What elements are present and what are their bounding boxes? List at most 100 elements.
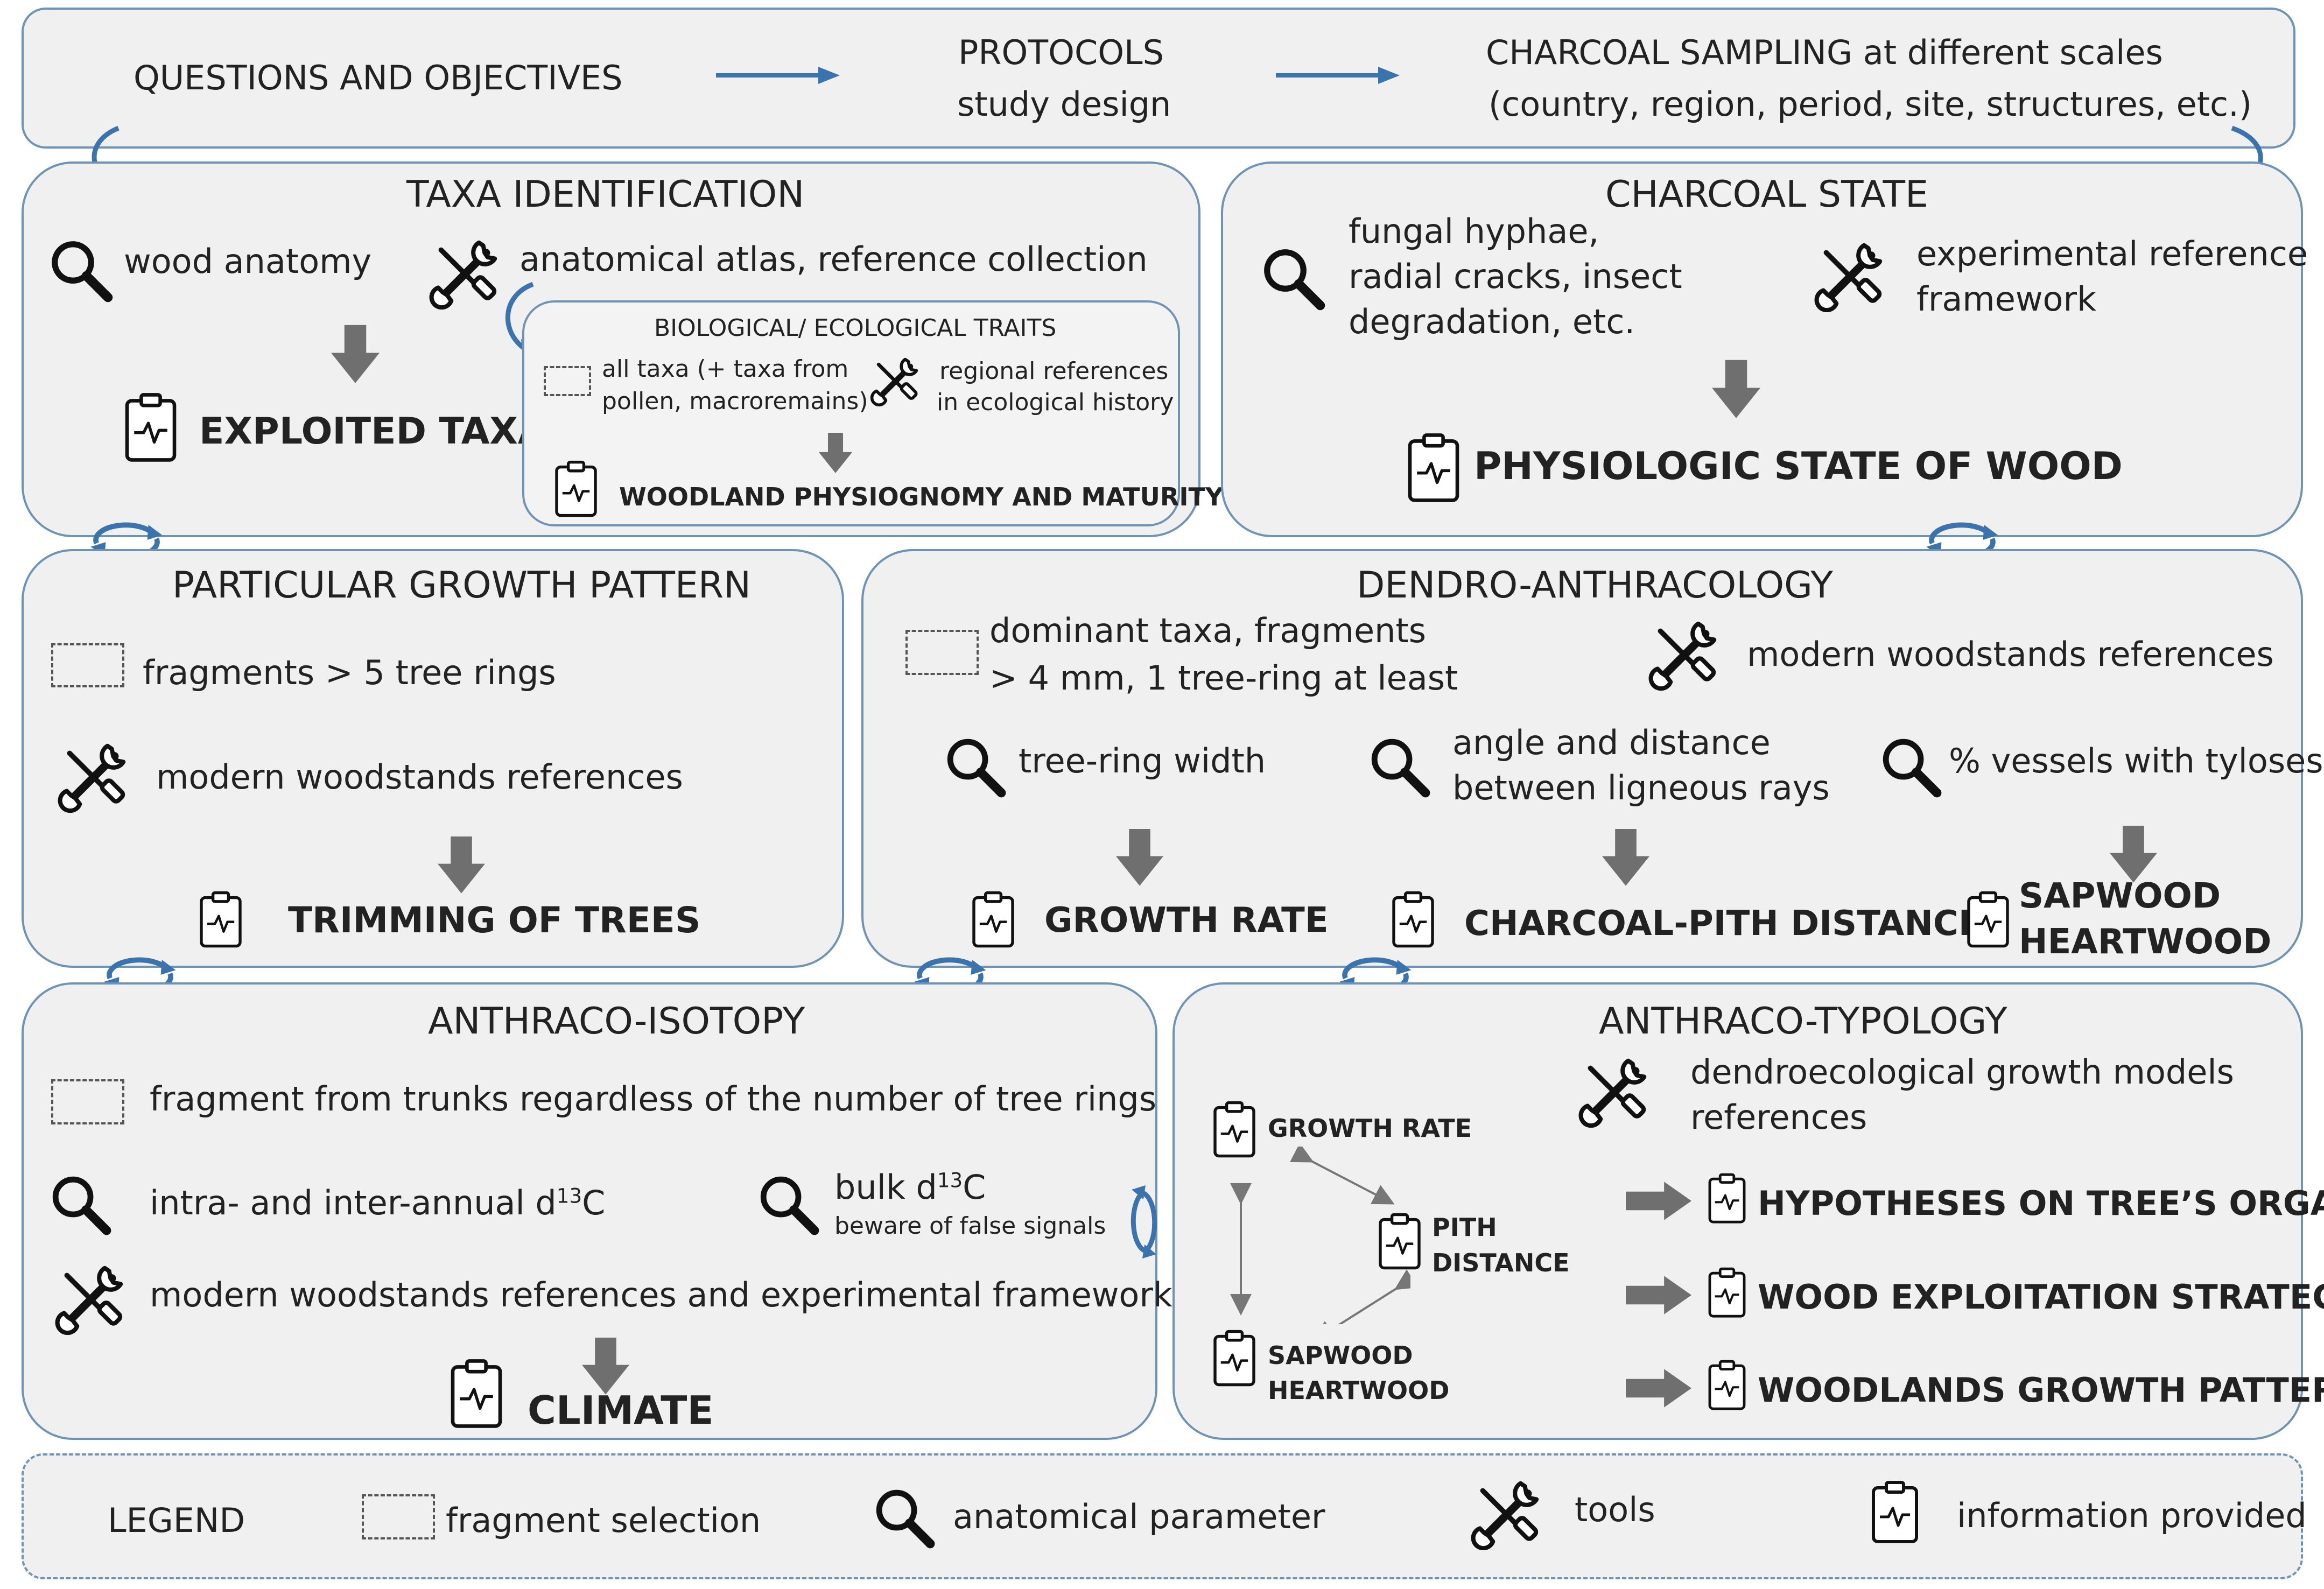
false-signals-note: beware of false signals	[834, 1212, 1106, 1240]
biological-traits-title: BIOLOGICAL/ ECOLOGICAL TRAITS	[654, 314, 1057, 342]
framework-text: framework	[1916, 279, 2096, 319]
clipboard-icon	[121, 390, 180, 466]
clipboard-icon	[196, 888, 245, 952]
flow-arrow-right-2	[1276, 67, 1400, 84]
modern-woodstands-text: modern woodstands references and experim…	[150, 1275, 1172, 1314]
fragment-selection-icon	[51, 643, 124, 687]
tools-icon	[54, 1262, 127, 1335]
clipboard-icon	[969, 888, 1017, 952]
down-arrow-icon	[1115, 829, 1164, 888]
top-banner	[22, 8, 2295, 149]
vessels-tyloses-text: % vessels with tyloses	[1949, 741, 2323, 781]
tools-icon	[1470, 1478, 1542, 1550]
wood-anatomy-text: wood anatomy	[124, 242, 372, 281]
exploited-taxa-output: EXPLOITED TAXA	[199, 410, 546, 453]
node-distance: DISTANCE	[1432, 1248, 1570, 1277]
charcoal-pith-distance-output: CHARCOAL-PITH DISTANCE	[1464, 904, 1982, 944]
clipboard-icon	[447, 1356, 506, 1432]
dendro-anthracology-title: DENDRO-ANTHRACOLOGY	[1357, 564, 1833, 607]
anthraco-typology-title: ANTHRACO-TYPOLOGY	[1599, 1000, 2007, 1043]
down-arrow-icon	[331, 323, 380, 388]
fragments-tree-rings-text: fragments > 5 tree rings	[143, 653, 556, 692]
magnifier-icon	[943, 735, 1008, 799]
anthraco-isotopy-title: ANTHRACO-ISOTOPY	[428, 1000, 805, 1043]
growth-models-text: dendroecological growth models	[1690, 1052, 2234, 1092]
growth-rate-output: GROWTH RATE	[1044, 901, 1329, 940]
intra-inter-annual-text: intra- and inter-annual d13C	[150, 1183, 606, 1222]
charcoal-sampling-label: CHARCOAL SAMPLING at different scales	[1486, 33, 2163, 72]
fragment-selection-icon	[362, 1494, 435, 1539]
dominant-taxa-text: dominant taxa, fragments	[989, 611, 1427, 650]
clipboard-icon	[552, 458, 600, 521]
biological-traits-panel	[522, 300, 1180, 526]
references-text: references	[1690, 1098, 1867, 1137]
woodlands-growth-output: WOODLANDS GROWTH PATTERN	[1758, 1370, 2324, 1410]
clipboard-icon	[1705, 1171, 1749, 1227]
node-heartwood: HEARTWOOD	[1268, 1376, 1450, 1405]
tools-icon	[1647, 618, 1720, 691]
fungal-hyphae-text: fungal hyphae,	[1349, 212, 1599, 251]
heartwood-output: HEARTWOOD	[2019, 922, 2272, 962]
legend-information-provided: information provided	[1957, 1496, 2307, 1535]
sampling-scales-label: (country, region, period, site, structur…	[1489, 85, 2252, 124]
ligneous-rays-text: between ligneous rays	[1452, 768, 1830, 807]
charcoal-state-title: CHARCOAL STATE	[1605, 173, 1928, 216]
tools-icon	[1813, 240, 1886, 312]
degradation-text: degradation, etc.	[1349, 302, 1635, 341]
clipboard-icon	[1868, 1478, 1922, 1548]
climate-output: CLIMATE	[528, 1388, 714, 1433]
down-arrow-icon	[1602, 829, 1650, 888]
hypotheses-output: HYPOTHESES ON TREE’S ORGAN	[1758, 1184, 2324, 1223]
dendro-anthracology-panel	[861, 549, 2303, 968]
fragment-selection-icon	[905, 630, 979, 675]
magnifier-icon	[1879, 735, 1943, 799]
trimming-trees-output: TRIMMING OF TREES	[288, 899, 701, 941]
bulk-d13c-text: bulk d13C	[834, 1168, 986, 1207]
clipboard-icon	[1964, 888, 2012, 952]
protocols-label: PROTOCOLS	[958, 33, 1164, 72]
right-arrow-icon	[1626, 1182, 1691, 1220]
radial-cracks-text: radial cracks, insect	[1349, 257, 1682, 296]
cycle-arrows-icon	[1131, 1185, 1157, 1258]
down-arrow-icon	[1712, 358, 1760, 423]
legend-fragment-selection: fragment selection	[446, 1501, 761, 1540]
pollen-macroremains-text: pollen, macroremains)	[602, 388, 868, 415]
anthraco-isotopy-panel	[22, 982, 1157, 1440]
down-arrow-icon	[437, 836, 486, 896]
tools-icon	[428, 237, 501, 310]
fragment-trunks-text: fragment from trunks regardless of the n…	[150, 1079, 1157, 1119]
magnifier-icon	[1367, 735, 1432, 799]
physiologic-state-output: PHYSIOLOGIC STATE OF WOOD	[1474, 444, 2123, 488]
sapwood-output: SAPWOOD	[2019, 876, 2221, 916]
magnifier-icon	[48, 1172, 113, 1237]
node-growth-rate: GROWTH RATE	[1268, 1114, 1472, 1143]
magnifier-icon	[872, 1486, 937, 1550]
anatomical-atlas-text: anatomical atlas, reference collection	[519, 240, 1148, 279]
modern-woodstands-text: modern woodstands references	[156, 757, 683, 797]
tools-icon	[869, 355, 921, 406]
clipboard-icon	[1404, 431, 1463, 506]
magnifier-icon	[47, 237, 115, 304]
fragment-selection-icon	[544, 366, 591, 396]
legend-anatomical-parameter: anatomical parameter	[953, 1497, 1325, 1536]
experimental-reference-text: experimental reference	[1916, 234, 2308, 273]
legend-title: LEGEND	[108, 1501, 245, 1540]
questions-objectives-label: QUESTIONS AND OBJECTIVES	[134, 58, 623, 97]
modern-woodstands-text: modern woodstands references	[1747, 635, 2274, 674]
all-taxa-text: all taxa (+ taxa from	[602, 355, 849, 383]
study-design-label: study design	[957, 85, 1171, 124]
fragment-selection-icon	[51, 1079, 124, 1124]
typology-relations	[1230, 1147, 1410, 1324]
tree-ring-width-text: tree-ring width	[1019, 741, 1266, 781]
growth-pattern-panel	[22, 549, 844, 968]
tools-icon	[1577, 1055, 1650, 1128]
clipboard-icon	[1705, 1265, 1749, 1321]
woodland-physiognomy-output: WOODLAND PHYSIOGNOMY AND MATURITY	[619, 482, 1224, 511]
magnifier-icon	[1260, 245, 1327, 312]
down-arrow-icon	[818, 433, 853, 475]
node-sapwood: SAPWOOD	[1268, 1341, 1413, 1370]
growth-pattern-title: PARTICULAR GROWTH PATTERN	[172, 564, 751, 607]
legend-panel	[22, 1453, 2303, 1579]
ecological-history-text: in ecological history	[937, 389, 1174, 416]
exploitation-strategies-output: WOOD EXPLOITATION STRATEGIES	[1758, 1277, 2324, 1317]
